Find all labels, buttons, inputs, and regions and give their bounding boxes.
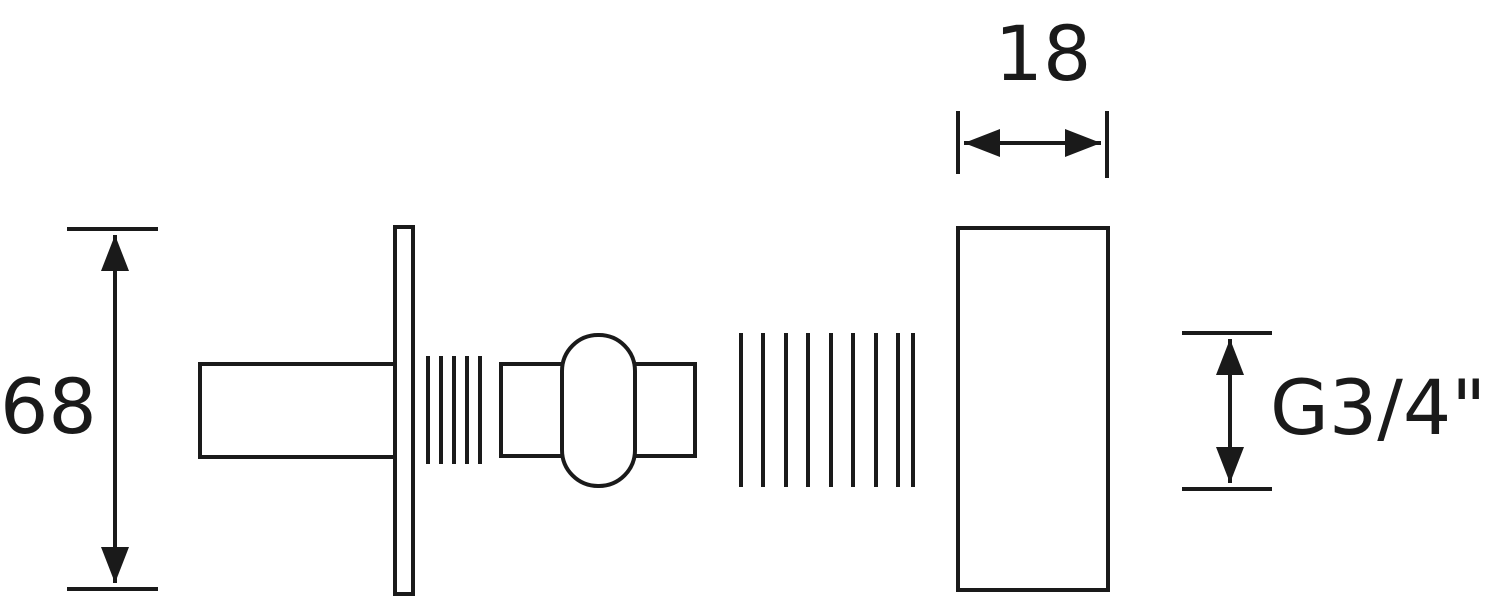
- thread-lines-long: [739, 333, 915, 487]
- wall-plate: [393, 225, 415, 596]
- depth-dimension: 18: [956, 9, 1109, 178]
- thread-label: G3/4": [1270, 363, 1486, 452]
- height-label: 68: [0, 362, 97, 451]
- oval-nut: [560, 333, 637, 488]
- spindle-body: [198, 362, 397, 459]
- height-dimension: 68: [0, 227, 158, 591]
- handle-block: [956, 226, 1110, 592]
- thread-lines-short: [426, 356, 482, 464]
- thread-dimension: G3/4": [1182, 331, 1486, 491]
- depth-label: 18: [995, 9, 1092, 98]
